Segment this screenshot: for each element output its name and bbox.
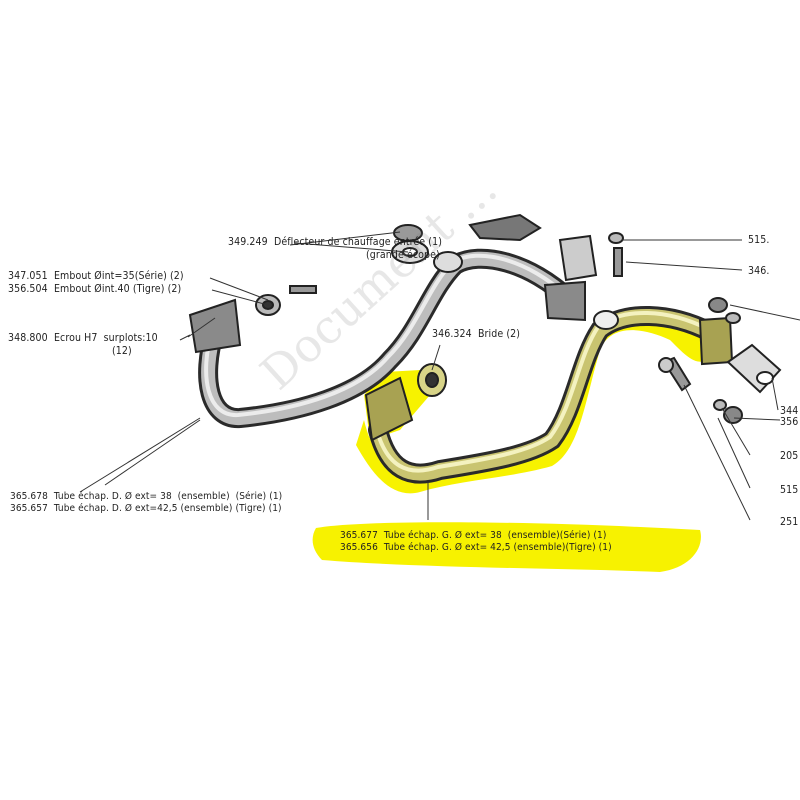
right-tube-flanges: [188, 251, 586, 354]
left-exhaust-tube: [368, 306, 720, 484]
label-ref-344: 344: [780, 405, 799, 417]
right-exhaust-tube: [198, 248, 580, 428]
nut-1: [708, 297, 728, 313]
label-ref-205: 205: [780, 450, 799, 462]
label-356504: 356.504 Embout Øint.40 (Tigre) (2): [8, 283, 182, 295]
label-348800: 348.800 Ecrou H7 surplots:10: [8, 332, 158, 344]
washer-2: [725, 312, 741, 324]
washer-1: [608, 232, 624, 244]
flange-plate: [558, 234, 598, 282]
engine-fragment: [468, 213, 542, 242]
label-ref-515b: 515: [780, 484, 799, 496]
washer-3: [713, 399, 727, 411]
label-346324: 346.324 Bride (2): [432, 328, 521, 340]
hardware-parts: [255, 213, 782, 424]
label-365677: 365.677 Tube échap. G. Ø ext= 38 (ensemb…: [340, 530, 607, 541]
label-ref-251: 251: [780, 516, 799, 528]
label-349249: 349.249 Déflecteur de chauffage entrée (…: [228, 236, 442, 248]
stud-1: [289, 285, 317, 294]
highlight-labels: [312, 522, 701, 572]
label-ref-356: 356: [780, 416, 799, 428]
stud-2: [613, 247, 623, 277]
left-tube-parts: [364, 310, 734, 442]
label-365678: 365.678 Tube échap. D. Ø ext= 38 (ensemb…: [10, 491, 283, 502]
leader-lines: [79, 231, 800, 521]
label-365657: 365.657 Tube échap. D. Ø ext=42,5 (ensem…: [10, 503, 282, 514]
label-ref-346: 346.: [748, 265, 770, 277]
label-347051: 347.051 Embout Øint=35(Série) (2): [8, 270, 184, 282]
label-348800-line2: (12): [112, 345, 132, 357]
label-365656: 365.656 Tube échap. G. Ø ext= 42,5 (ense…: [340, 542, 612, 553]
gasket-plate: [726, 343, 782, 394]
label-ref-515a: 515.: [748, 234, 770, 246]
label-349249-line2: (grande écope): [366, 249, 440, 261]
